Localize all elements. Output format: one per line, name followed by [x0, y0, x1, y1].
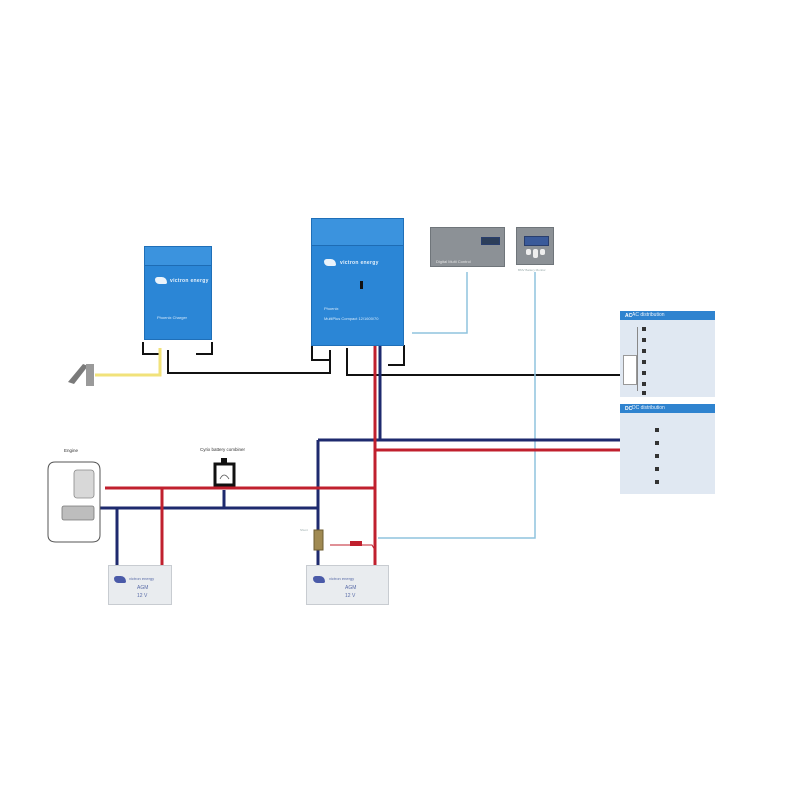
ac-wire-multi-right: [388, 345, 405, 366]
bmv-button-center[interactable]: [533, 249, 538, 258]
battery-monitor-name: BMV Battery Monitor: [518, 268, 546, 272]
battery-type: AGM: [137, 585, 149, 591]
multiplus-device[interactable]: victron energy Phoenix MultiPlus Compact…: [311, 218, 404, 346]
fuse: [350, 541, 362, 546]
battery-combiner: [213, 458, 236, 487]
victron-logo-icon: [155, 277, 167, 284]
ac-icon: AC: [625, 313, 633, 319]
charger-model: Phoenix Charger: [157, 315, 188, 320]
dc-outlet: [655, 441, 659, 445]
battery-type: AGM: [345, 585, 357, 591]
engine: [47, 461, 101, 543]
victron-logo-icon: [114, 576, 126, 583]
signal-wire-control: [412, 272, 468, 334]
shore-plug-icon: [68, 364, 94, 386]
multiplus-brand: victron energy: [340, 260, 379, 266]
ac-panel-title: AC distribution: [632, 312, 665, 318]
ac-bus: [637, 327, 638, 391]
battery-voltage: 12 V: [345, 593, 356, 599]
multiplus-series: Phoenix: [324, 306, 339, 311]
alternator-icon: [73, 469, 95, 499]
shunt-sense-wire: [330, 544, 377, 553]
starter-motor-icon: [61, 505, 95, 521]
battery-monitor-device[interactable]: BMV Battery Monitor: [516, 227, 554, 272]
control-panel-device[interactable]: Digital Multi Control: [430, 227, 505, 267]
combiner-label: Cyrix battery combiner: [200, 447, 246, 452]
bmv-button-left[interactable]: [526, 249, 531, 255]
ac-outlet: [642, 327, 646, 331]
negative-wire-multi: [378, 345, 644, 442]
shore-power-wire: [95, 348, 162, 377]
battery-monitor-display: [524, 236, 549, 246]
charger-device[interactable]: victron energy Phoenix Charger: [144, 246, 212, 340]
multiplus-model: MultiPlus Compact 12/1600/70: [324, 316, 379, 321]
charger-top: [145, 247, 211, 266]
bmv-button-right[interactable]: [540, 249, 545, 255]
dc-outlet: [655, 480, 659, 484]
multiplus-top: [312, 219, 403, 246]
victron-logo-icon: [324, 259, 336, 266]
ac-wire-charger-right: [196, 342, 213, 355]
ac-breaker[interactable]: [623, 355, 637, 385]
positive-wiring: [105, 345, 651, 565]
multiplus-switch[interactable]: [360, 281, 363, 289]
control-panel-name: Digital Multi Control: [436, 259, 471, 264]
ac-outlet: [642, 371, 646, 375]
dc-outlet: [655, 428, 659, 432]
ac-wire-charger-in: [142, 342, 160, 355]
combiner-tab: [221, 458, 227, 464]
ac-wire-multi-left: [311, 345, 330, 361]
victron-logo-icon: [313, 576, 325, 583]
dc-outlet: [655, 467, 659, 471]
signal-wire-bmv: [378, 272, 536, 539]
ac-outlet: [642, 360, 646, 364]
house-battery[interactable]: victron energy AGM 12 V: [306, 565, 389, 605]
ac-wire-charger-out: [167, 350, 331, 374]
engine-label: Engine: [64, 448, 79, 453]
charger-brand: victron energy: [170, 278, 209, 284]
dc-panel-title: DC distribution: [632, 405, 665, 411]
ac-outlet: [642, 338, 646, 342]
ac-wiring: [142, 342, 625, 376]
combiner-gauge-icon: [219, 474, 230, 480]
combiner-body: [213, 462, 236, 487]
battery-voltage: 12 V: [137, 593, 148, 599]
start-battery[interactable]: victron energy AGM 12 V: [108, 565, 172, 605]
ac-outlet: [642, 382, 646, 386]
ac-outlet: [642, 349, 646, 353]
ac-outlet: [642, 391, 646, 395]
negative-wiring: [95, 345, 646, 565]
battery-brand: victron energy: [129, 576, 155, 581]
signal-wiring: [378, 272, 536, 539]
dc-outlet: [655, 454, 659, 458]
ac-wire-multi-out: [346, 348, 625, 376]
control-panel-display: [481, 237, 500, 245]
battery-brand: victron energy: [329, 576, 355, 581]
dc-icon: DC: [625, 406, 633, 412]
shunt-label: Shunt: [300, 528, 308, 532]
shunt: [313, 529, 324, 551]
